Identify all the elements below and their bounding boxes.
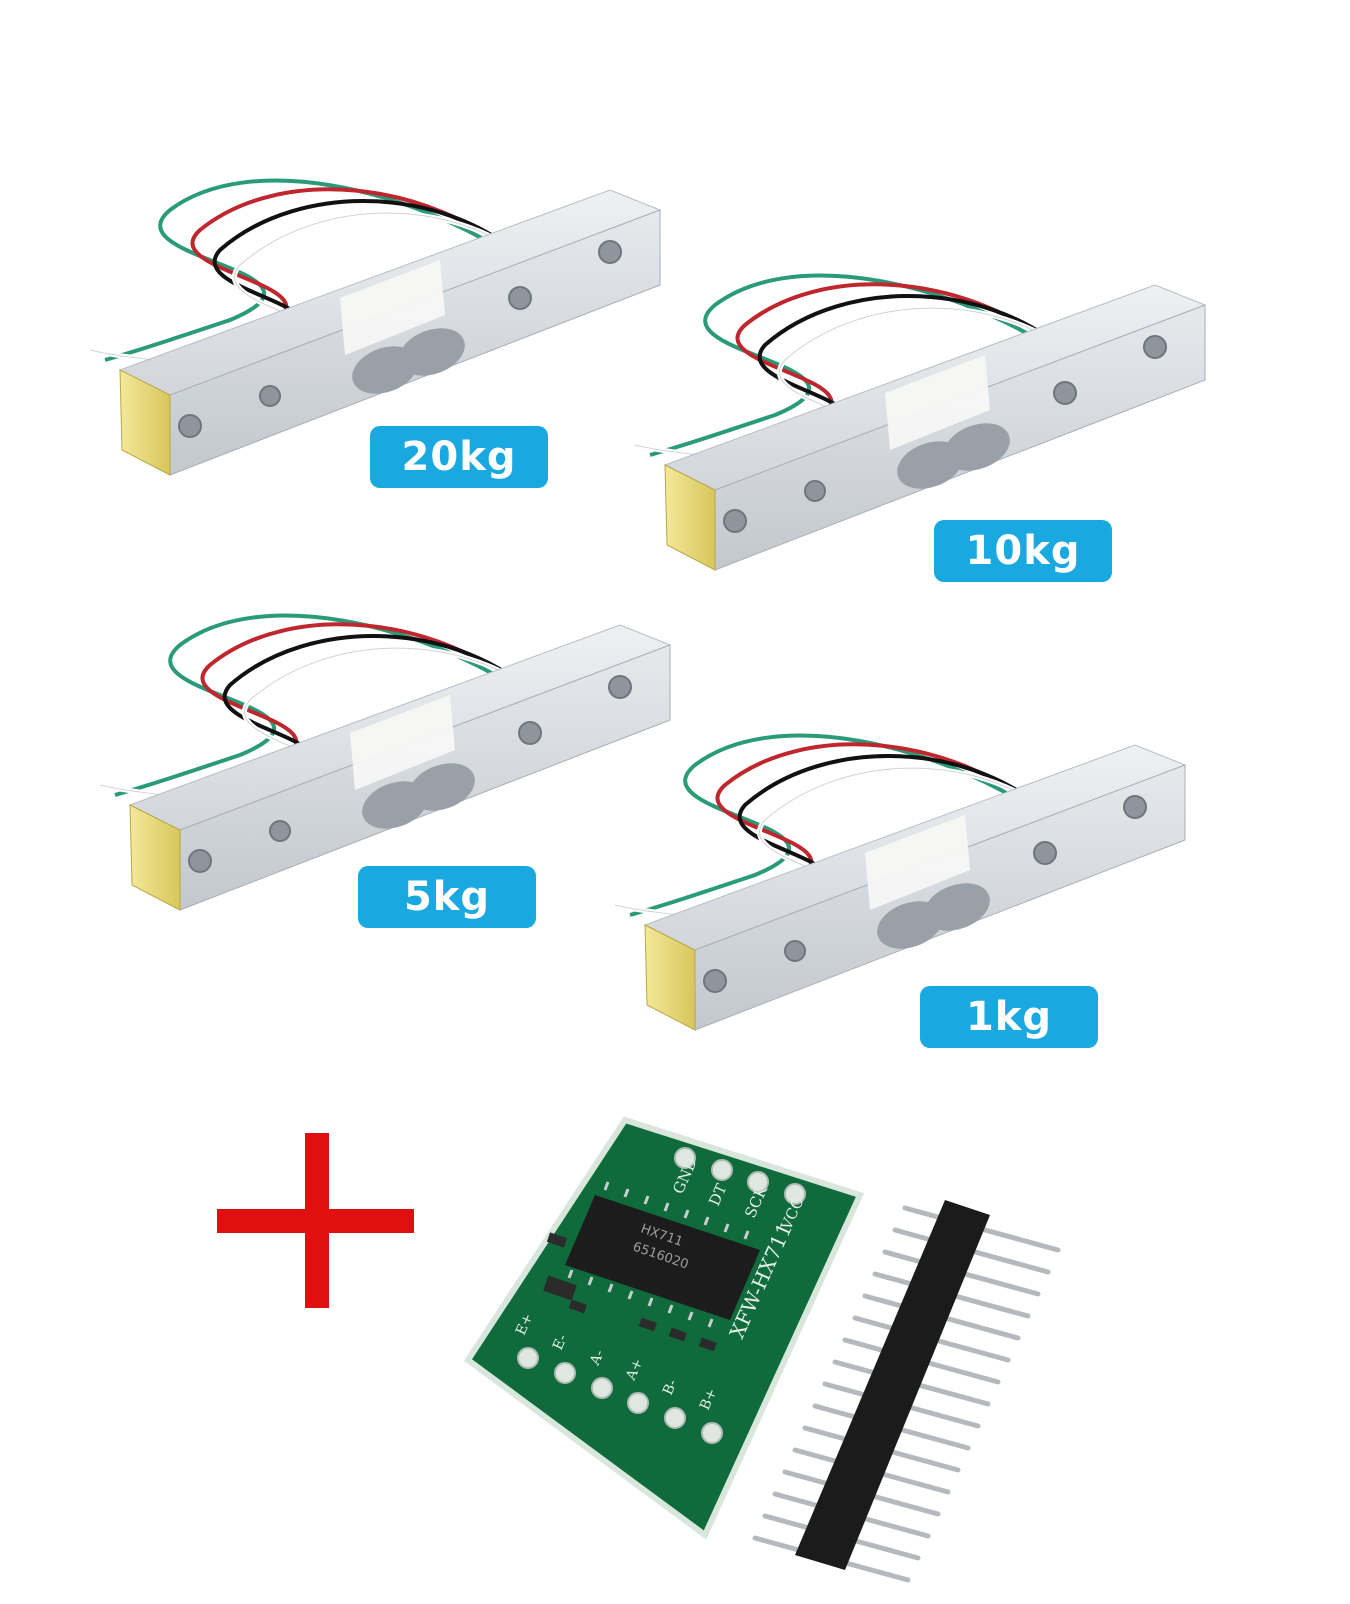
load-cell-10kg [635,276,1205,570]
top-pin-pads [674,1147,806,1205]
hx711-chip: HX711 6516020 [565,1181,760,1328]
smd-components [543,1232,717,1352]
weight-badge-5kg: 5kg [358,866,536,928]
pin-header [752,1200,1061,1583]
load-cell-1kg [615,736,1185,1030]
plus-icon [217,1133,414,1308]
pin-label-b-minus: B- [660,1377,681,1398]
weight-badge-20kg: 20kg [370,426,548,488]
bottom-pin-pads [517,1347,723,1444]
weight-badge-10kg: 10kg [934,520,1112,582]
pin-label-e-minus: E- [550,1332,571,1353]
hx711-module: HX711 6516020 GND DT SCK VCC XFW-HX711 E… [463,1116,865,1540]
weight-badge-1kg: 1kg [920,986,1098,1048]
pin-label-a-minus: A- [587,1347,608,1368]
